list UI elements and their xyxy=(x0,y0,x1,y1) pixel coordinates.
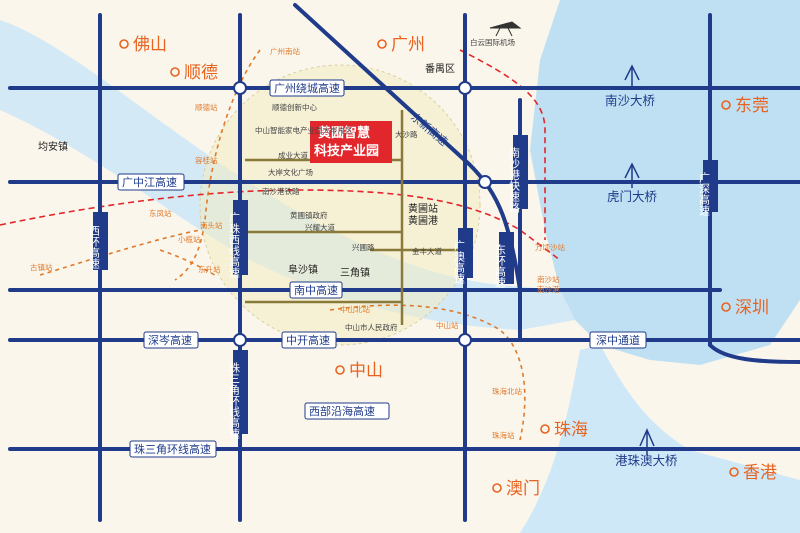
road-xinghui-label: 兴耀大道 xyxy=(305,222,335,232)
road-zhongkai-label: 中开高速 xyxy=(286,333,330,347)
road-donghuan-label: 东环高速 xyxy=(494,244,507,288)
city-foshan: 佛山 xyxy=(133,35,167,55)
place-shunde-center: 顺德创新中心 xyxy=(272,102,317,112)
road-xihuan-label: 西环高速 xyxy=(88,225,101,269)
station-zhongshan-north: 中山北站 xyxy=(340,304,370,314)
road-shenzhongtong-label: 深中通道 xyxy=(596,333,640,347)
station-nansha: 南沙站 xyxy=(537,274,560,284)
place-zhongshan-gov: 中山市人民政府 xyxy=(345,322,398,332)
road-shencen-label: 深岑高速 xyxy=(148,333,192,347)
city-hongkong: 香港 xyxy=(743,463,777,483)
project-zone-border xyxy=(199,64,481,346)
road-guangshen-label: 广深高速 xyxy=(698,172,711,216)
project-name-line2: 科技产业园 xyxy=(314,143,379,159)
place-zhongshan-zone: 中山智能家电产业园大岑片区 xyxy=(255,125,353,135)
station-shunde: 顺德站 xyxy=(195,102,218,112)
road-guangao-label: 广澳高速 xyxy=(453,240,466,284)
road-guangzhongjiang-label: 广中江高速 xyxy=(122,175,177,189)
city-guangzhou: 广州 xyxy=(391,35,425,55)
places: 白云国际机场 番禺区 均安镇 阜沙镇 三角镇 南沙港铁路 顺德站 广州南站 容桂… xyxy=(30,21,565,440)
project-box[interactable] xyxy=(310,121,392,163)
road-dasha-label: 大沙路 xyxy=(395,129,418,139)
station-guangzhou-south: 广州南站 xyxy=(270,46,300,56)
station-zhuhai-north: 珠海北站 xyxy=(492,386,522,396)
project-zone xyxy=(200,65,480,345)
road-guangxi-label: 广珠西线高速 xyxy=(228,212,241,278)
city-dongguan: 东莞 xyxy=(735,96,769,116)
road-xibu-label: 西部沿海高速 xyxy=(309,404,375,418)
road-raocheng-label: 广州绕城高速 xyxy=(274,81,340,95)
city-shunde: 顺德 xyxy=(184,63,218,83)
road-jinfeng-label: 金丰大道 xyxy=(412,246,442,256)
bridge-nansha-label: 南沙大桥 xyxy=(605,93,656,108)
road-labels: 广州绕城高速 广中江高速 南中高速 深岑高速 中开高速 西部沿海高速 珠三角环线… xyxy=(117,79,647,458)
road-nansha-label: 南沙港快速路 xyxy=(508,147,521,214)
station-guzhen: 古镇站 xyxy=(30,262,53,272)
vertical-road-labels: 西环高速 广珠西线高速 珠三角环线高速 广澳高速 南沙港快速路 东环高速 广深高… xyxy=(88,135,718,439)
bridge-humen-label: 虎门大桥 xyxy=(607,189,658,204)
local-roads xyxy=(245,110,465,325)
station-huangpu: 黄圃站 xyxy=(408,202,438,215)
place-nansha-port: 南沙港 xyxy=(537,284,560,294)
cities: 佛山 顺德 广州 东莞 深圳 中山 珠海 澳门 香港 xyxy=(119,35,777,499)
city-zhuhai: 珠海 xyxy=(554,420,588,440)
place-airport: 白云国际机场 xyxy=(470,37,515,47)
bridge-hzm-label: 港珠澳大桥 xyxy=(615,453,678,468)
station-xiaolan: 小榄站 xyxy=(178,234,201,244)
station-wanqing: 万顷沙站 xyxy=(535,242,565,252)
road-chengye-label: 成业大道 xyxy=(278,150,308,160)
road-zhusanjiao-v-label: 珠三角环线高速 xyxy=(228,361,241,439)
station-donghuan: 东凤站 xyxy=(149,208,172,218)
place-nanshagang: 南沙港铁路 xyxy=(262,186,300,196)
station-zhuhai: 珠海站 xyxy=(492,430,515,440)
station-dongsheng: 东升站 xyxy=(198,264,221,274)
place-junan: 均安镇 xyxy=(38,140,68,153)
interchanges xyxy=(233,81,492,347)
road-zhusanjiao-label: 珠三角环线高速 xyxy=(134,442,211,456)
road-xinghui2-label: 兴圃路 xyxy=(352,242,375,252)
place-huangpu-port: 黄圃港 xyxy=(408,214,438,227)
airplane-icon xyxy=(489,21,522,37)
station-rongqi: 容桂站 xyxy=(195,155,218,165)
project-name-line1: 黄圃智慧 xyxy=(318,125,370,141)
place-fusha: 阜沙镇 xyxy=(288,263,318,276)
city-shenzhen: 深圳 xyxy=(735,298,769,318)
city-zhongshan: 中山 xyxy=(349,361,383,381)
place-huangpu-gov: 黄圃镇政府 xyxy=(290,210,328,220)
road-nanzhong-label: 南中高速 xyxy=(294,283,338,297)
bridges xyxy=(615,64,655,455)
place-panyu: 番禺区 xyxy=(425,63,455,75)
station-zhongshan: 中山站 xyxy=(436,320,459,330)
station-nantou: 南头站 xyxy=(200,220,223,230)
place-culture-square: 大岸文化广场 xyxy=(268,167,313,177)
place-sanjiao: 三角镇 xyxy=(340,266,370,279)
city-macau: 澳门 xyxy=(506,479,540,499)
